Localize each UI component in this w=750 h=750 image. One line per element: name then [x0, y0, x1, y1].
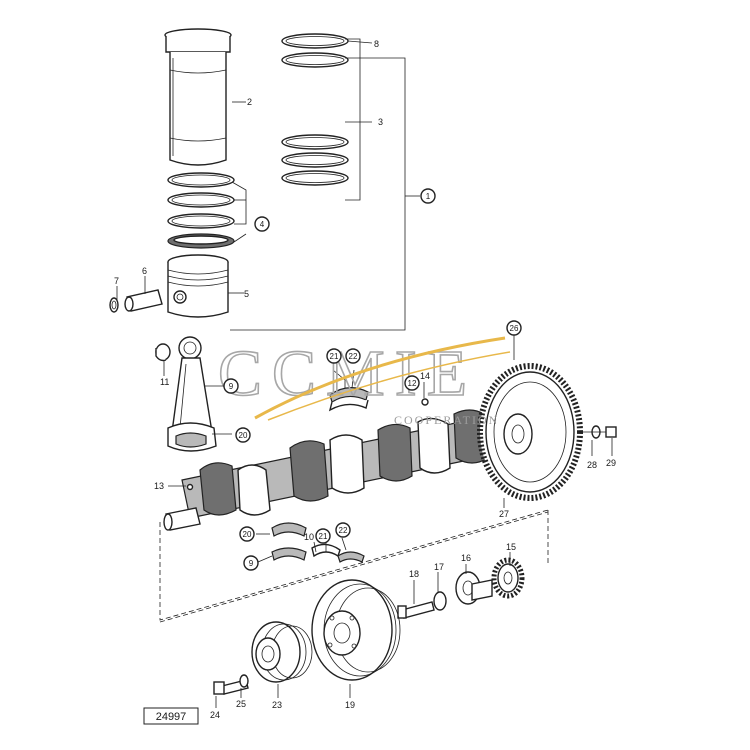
callout-12: 12: [404, 375, 420, 391]
svg-text:26: 26: [510, 324, 519, 333]
callout-20-lower: 20: [239, 526, 255, 542]
crankshaft-pulley-19: [311, 579, 401, 681]
callout-5: 5: [244, 289, 249, 299]
callout-9-upper: 9: [223, 378, 239, 394]
svg-text:20: 20: [239, 431, 248, 440]
callout-18: 18: [409, 569, 419, 579]
callout-4: 4: [254, 216, 270, 232]
callout-23: 23: [272, 700, 282, 710]
callout-26: 26: [506, 320, 522, 336]
svg-text:22: 22: [339, 526, 348, 535]
main-bearing-shells-upper: [328, 369, 369, 412]
piston-pin: [124, 289, 163, 312]
connecting-rod: [167, 336, 217, 452]
reference-number: 24997: [156, 711, 187, 723]
watermark-swoosh: [254, 336, 506, 420]
callout-1: 1: [420, 188, 436, 204]
piston: [167, 254, 229, 318]
dashed-group-frame: [159, 509, 549, 621]
svg-text:21: 21: [330, 352, 339, 361]
flywheel-bolt-set: [580, 425, 617, 439]
callout-7: 7: [114, 276, 119, 286]
hub-16: [455, 571, 493, 605]
reference-number-box: 24997: [143, 707, 199, 725]
svg-text:12: 12: [408, 379, 417, 388]
callout-20-upper: 20: [235, 427, 251, 443]
bolt-18: [397, 601, 435, 619]
svg-text:20: 20: [243, 530, 252, 539]
callout-11: 11: [160, 377, 169, 387]
callout-21-lower: 21: [315, 528, 331, 544]
callout-17: 17: [434, 562, 444, 572]
callout-labels: 1 2 3 4 5 6 7 8 9 9 10 11 12 13 14 15 16…: [114, 39, 616, 720]
callout-22-upper: 22: [345, 348, 361, 364]
callout-19: 19: [345, 700, 355, 710]
svg-text:4: 4: [260, 220, 265, 229]
callout-14: 14: [420, 371, 430, 381]
plug-14: [421, 398, 429, 406]
piston-ring-set: [281, 33, 349, 186]
callout-22-lower: 22: [335, 522, 351, 538]
watermark-brand: CCMIE: [218, 337, 477, 410]
bolt-24-washer-25: [213, 674, 249, 695]
svg-text:1: 1: [426, 192, 431, 201]
cylinder-liner: [164, 28, 232, 166]
callout-25: 25: [236, 699, 246, 709]
washer-17: [433, 591, 447, 611]
svg-text:9: 9: [229, 382, 234, 391]
callout-15: 15: [506, 542, 516, 552]
pulley-23: [251, 621, 313, 683]
crankshaft: [163, 409, 511, 531]
watermark: CCMIE COOPERATION: [217, 336, 511, 427]
callout-8: 8: [374, 39, 379, 49]
callout-9-lower: 9: [243, 555, 259, 571]
callout-6: 6: [142, 266, 147, 276]
watermark-subtitle: COOPERATION: [394, 413, 499, 427]
callout-24: 24: [210, 710, 220, 720]
oil-plug-13: [186, 483, 194, 491]
svg-text:21: 21: [319, 532, 328, 541]
callout-28: 28: [587, 460, 597, 470]
small-end-bushing: [155, 343, 171, 362]
callout-27: 27: [499, 509, 509, 519]
callout-21-upper: 21: [326, 348, 342, 364]
kit-bracket: [230, 57, 406, 331]
callout-16: 16: [461, 553, 471, 563]
callout-3: 3: [378, 117, 383, 127]
rod-bearing-shells-lower: [271, 522, 365, 563]
crankshaft-gear: [491, 557, 525, 599]
callout-13: 13: [154, 481, 164, 491]
svg-text:9: 9: [249, 559, 254, 568]
svg-text:22: 22: [349, 352, 358, 361]
callout-29: 29: [606, 458, 616, 468]
circlip: [109, 297, 119, 313]
piston-rings-left: [167, 172, 235, 249]
callout-2: 2: [247, 97, 252, 107]
leader-lines: [116, 38, 613, 708]
callout-10: 10: [304, 532, 314, 542]
flywheel: [477, 363, 583, 501]
